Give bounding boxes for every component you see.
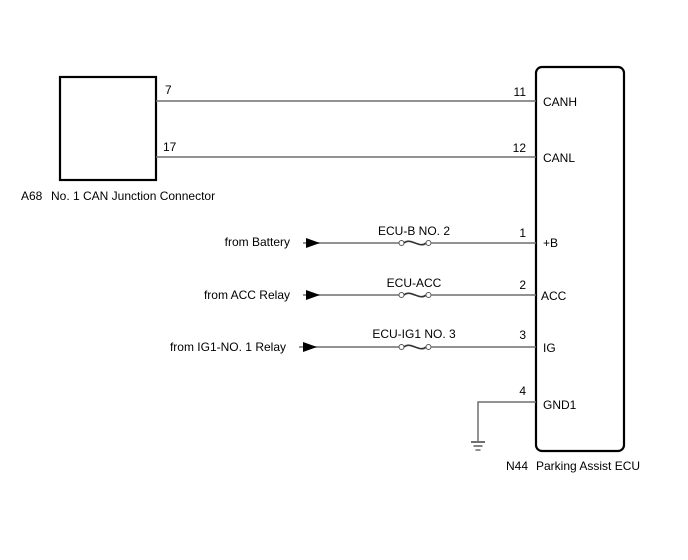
power-input-battery: from Battery ECU-B NO. 2 1 +B — [225, 224, 558, 250]
terminal-gnd1: GND1 — [543, 398, 577, 412]
terminal-canl: CANL — [543, 151, 575, 165]
source-label: from Battery — [225, 235, 290, 249]
source-label: from IG1-NO. 1 Relay — [170, 340, 286, 354]
arrow-icon — [306, 290, 320, 300]
terminal-ig: IG — [543, 341, 556, 355]
ground-icon — [471, 441, 485, 451]
ground-wire — [477, 401, 536, 441]
can-junction-connector-box — [58, 75, 158, 182]
fuse-label: ECU-B NO. 2 — [378, 224, 450, 238]
right-component-name: Parking Assist ECU — [536, 459, 640, 473]
fuse-icon — [398, 240, 432, 246]
terminal-acc: ACC — [541, 289, 567, 303]
pin-number-11: 11 — [514, 85, 527, 99]
ground-connection: 4 GND1 — [471, 384, 577, 451]
pin-number-3: 3 — [519, 328, 526, 342]
arrow-icon — [306, 238, 320, 248]
pin-number-12: 12 — [513, 141, 527, 155]
fuse-label: ECU-ACC — [387, 276, 442, 290]
pin-number-4: 4 — [519, 384, 526, 398]
source-label: from ACC Relay — [204, 288, 290, 302]
right-component-code: N44 — [506, 459, 528, 473]
fuse-icon — [398, 292, 432, 298]
fuse-icon — [398, 344, 432, 350]
pin-label-7: 7 — [165, 83, 172, 97]
power-input-ig1-relay: from IG1-NO. 1 Relay ECU-IG1 NO. 3 3 IG — [170, 327, 556, 355]
pin-number-1: 1 — [519, 226, 526, 240]
fuse-label: ECU-IG1 NO. 3 — [372, 327, 456, 341]
power-input-acc-relay: from ACC Relay ECU-ACC 2 ACC — [204, 276, 567, 303]
left-component-name: No. 1 CAN Junction Connector — [51, 189, 215, 203]
parking-assist-ecu-box — [534, 65, 626, 453]
pin-label-17: 17 — [163, 140, 177, 154]
terminal-plus-b: +B — [543, 236, 558, 250]
pin-number-2: 2 — [519, 278, 526, 292]
arrow-icon — [303, 342, 317, 352]
left-component-code: A68 — [21, 189, 43, 203]
terminal-canh: CANH — [543, 95, 577, 109]
